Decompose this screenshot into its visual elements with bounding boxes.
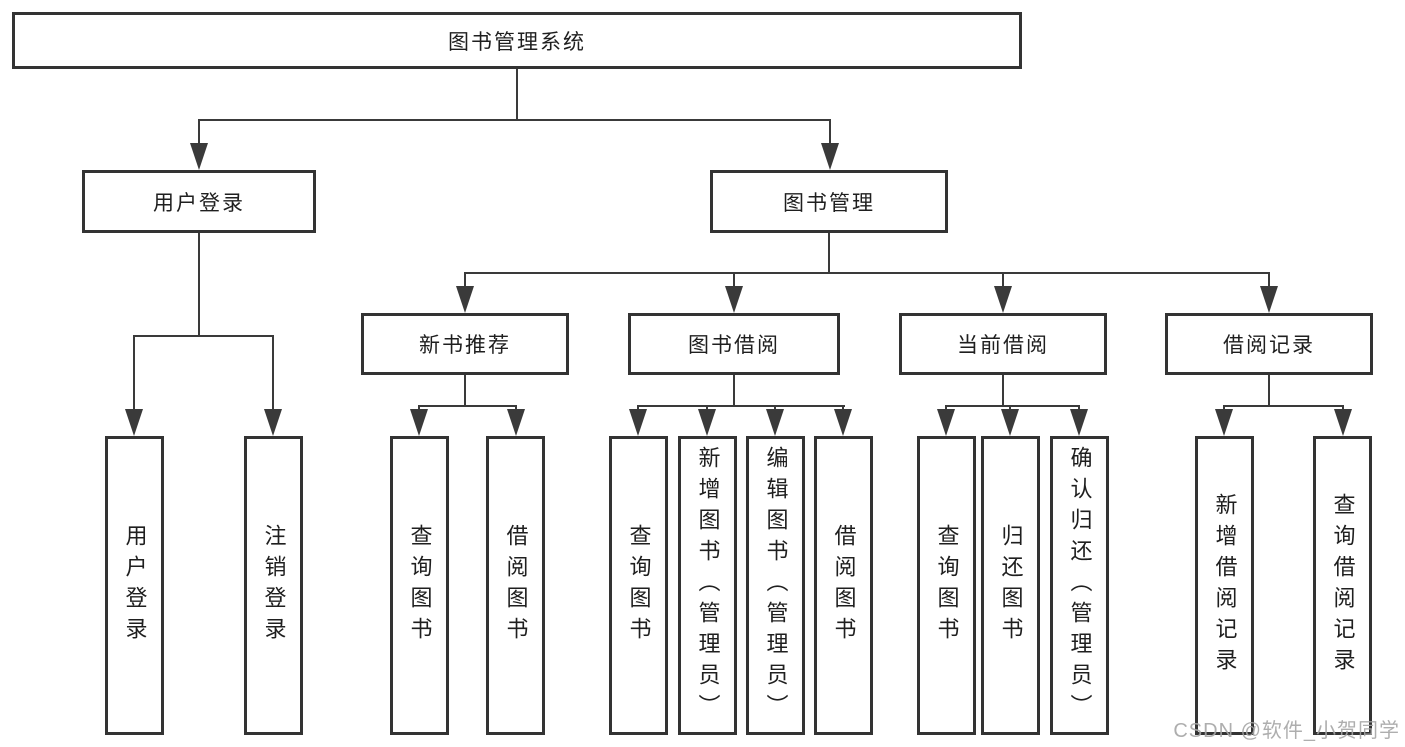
connector-line (419, 405, 517, 407)
connector-line (1002, 375, 1004, 407)
arrowhead-icon (725, 286, 743, 313)
connector-line (1002, 272, 1004, 289)
connector-line (272, 335, 274, 412)
connector-line (464, 272, 466, 289)
node-book-management-label: 图书管理 (783, 191, 875, 215)
leaf-return-books: 归还图书 (981, 436, 1040, 735)
arrowhead-icon (507, 409, 525, 436)
node-user-login-label: 用户登录 (153, 191, 245, 215)
connector-line (1268, 272, 1270, 289)
arrowhead-icon (456, 286, 474, 313)
connector-line (464, 375, 466, 407)
watermark: CSDN @软件_小贺同学 (1173, 720, 1400, 742)
leaf-confirm-return-admin: 确认归还（管理员） (1050, 436, 1109, 735)
leaf-borrow-books-2: 借阅图书 (814, 436, 873, 735)
node-current-borrow-label: 当前借阅 (957, 334, 1049, 357)
arrowhead-icon (994, 286, 1012, 313)
connector-line (946, 405, 1080, 407)
leaf-query-books-2-label: 查询图书 (626, 523, 652, 648)
node-user-login: 用户登录 (82, 170, 316, 233)
connector-line (1224, 405, 1344, 407)
node-borrow-records: 借阅记录 (1165, 313, 1373, 375)
arrowhead-icon (937, 409, 955, 436)
leaf-edit-books-admin-label: 编辑图书（管理员） (763, 446, 789, 725)
arrowhead-icon (1001, 409, 1019, 436)
node-book-borrow: 图书借阅 (628, 313, 840, 375)
connector-line (828, 233, 830, 273)
node-book-management: 图书管理 (710, 170, 948, 233)
arrowhead-icon (125, 409, 143, 436)
arrowhead-icon (264, 409, 282, 436)
arrowhead-icon (1215, 409, 1233, 436)
connector-line (133, 335, 135, 412)
leaf-edit-books-admin: 编辑图书（管理员） (746, 436, 805, 735)
node-current-borrow: 当前借阅 (899, 313, 1107, 375)
connector-line (198, 119, 200, 146)
node-root-label: 图书管理系统 (448, 30, 586, 54)
leaf-borrow-books-2-label: 借阅图书 (831, 523, 857, 648)
leaf-user-login-label: 用户登录 (122, 523, 148, 648)
leaf-user-login: 用户登录 (105, 436, 164, 735)
arrowhead-icon (190, 143, 208, 170)
connector-line (198, 233, 200, 336)
leaf-query-books-3: 查询图书 (917, 436, 976, 735)
connector-line (733, 272, 735, 289)
arrowhead-icon (698, 409, 716, 436)
connector-line (733, 375, 735, 407)
connector-line (1268, 375, 1270, 407)
leaf-add-borrow-record: 新增借阅记录 (1195, 436, 1254, 735)
node-book-borrow-label: 图书借阅 (688, 334, 780, 357)
arrowhead-icon (629, 409, 647, 436)
arrowhead-icon (766, 409, 784, 436)
connector-line (198, 119, 831, 121)
leaf-query-books-1: 查询图书 (390, 436, 449, 735)
connector-line (516, 69, 518, 120)
node-root: 图书管理系统 (12, 12, 1022, 69)
leaf-confirm-return-admin-label: 确认归还（管理员） (1067, 446, 1093, 725)
leaf-logout-label: 注销登录 (261, 523, 287, 648)
leaf-borrow-books-1: 借阅图书 (486, 436, 545, 735)
connector-line (133, 335, 274, 337)
leaf-query-books-1-label: 查询图书 (407, 523, 433, 648)
arrowhead-icon (1070, 409, 1088, 436)
connector-line (829, 119, 831, 146)
leaf-logout: 注销登录 (244, 436, 303, 735)
arrowhead-icon (410, 409, 428, 436)
leaf-query-books-3-label: 查询图书 (934, 523, 960, 648)
leaf-query-books-2: 查询图书 (609, 436, 668, 735)
arrowhead-icon (1334, 409, 1352, 436)
leaf-borrow-books-1-label: 借阅图书 (503, 523, 529, 648)
arrowhead-icon (834, 409, 852, 436)
leaf-return-books-label: 归还图书 (998, 523, 1024, 648)
leaf-add-books-admin: 新增图书（管理员） (678, 436, 737, 735)
leaf-add-books-admin-label: 新增图书（管理员） (695, 446, 721, 725)
leaf-query-borrow-record: 查询借阅记录 (1313, 436, 1372, 735)
node-borrow-records-label: 借阅记录 (1223, 334, 1315, 357)
connector-line (638, 405, 845, 407)
leaf-add-borrow-record-label: 新增借阅记录 (1212, 492, 1238, 679)
node-new-book-recommend: 新书推荐 (361, 313, 569, 375)
arrowhead-icon (1260, 286, 1278, 313)
node-new-book-recommend-label: 新书推荐 (419, 334, 511, 357)
arrowhead-icon (821, 143, 839, 170)
connector-line (464, 272, 1270, 274)
leaf-query-borrow-record-label: 查询借阅记录 (1330, 492, 1356, 679)
